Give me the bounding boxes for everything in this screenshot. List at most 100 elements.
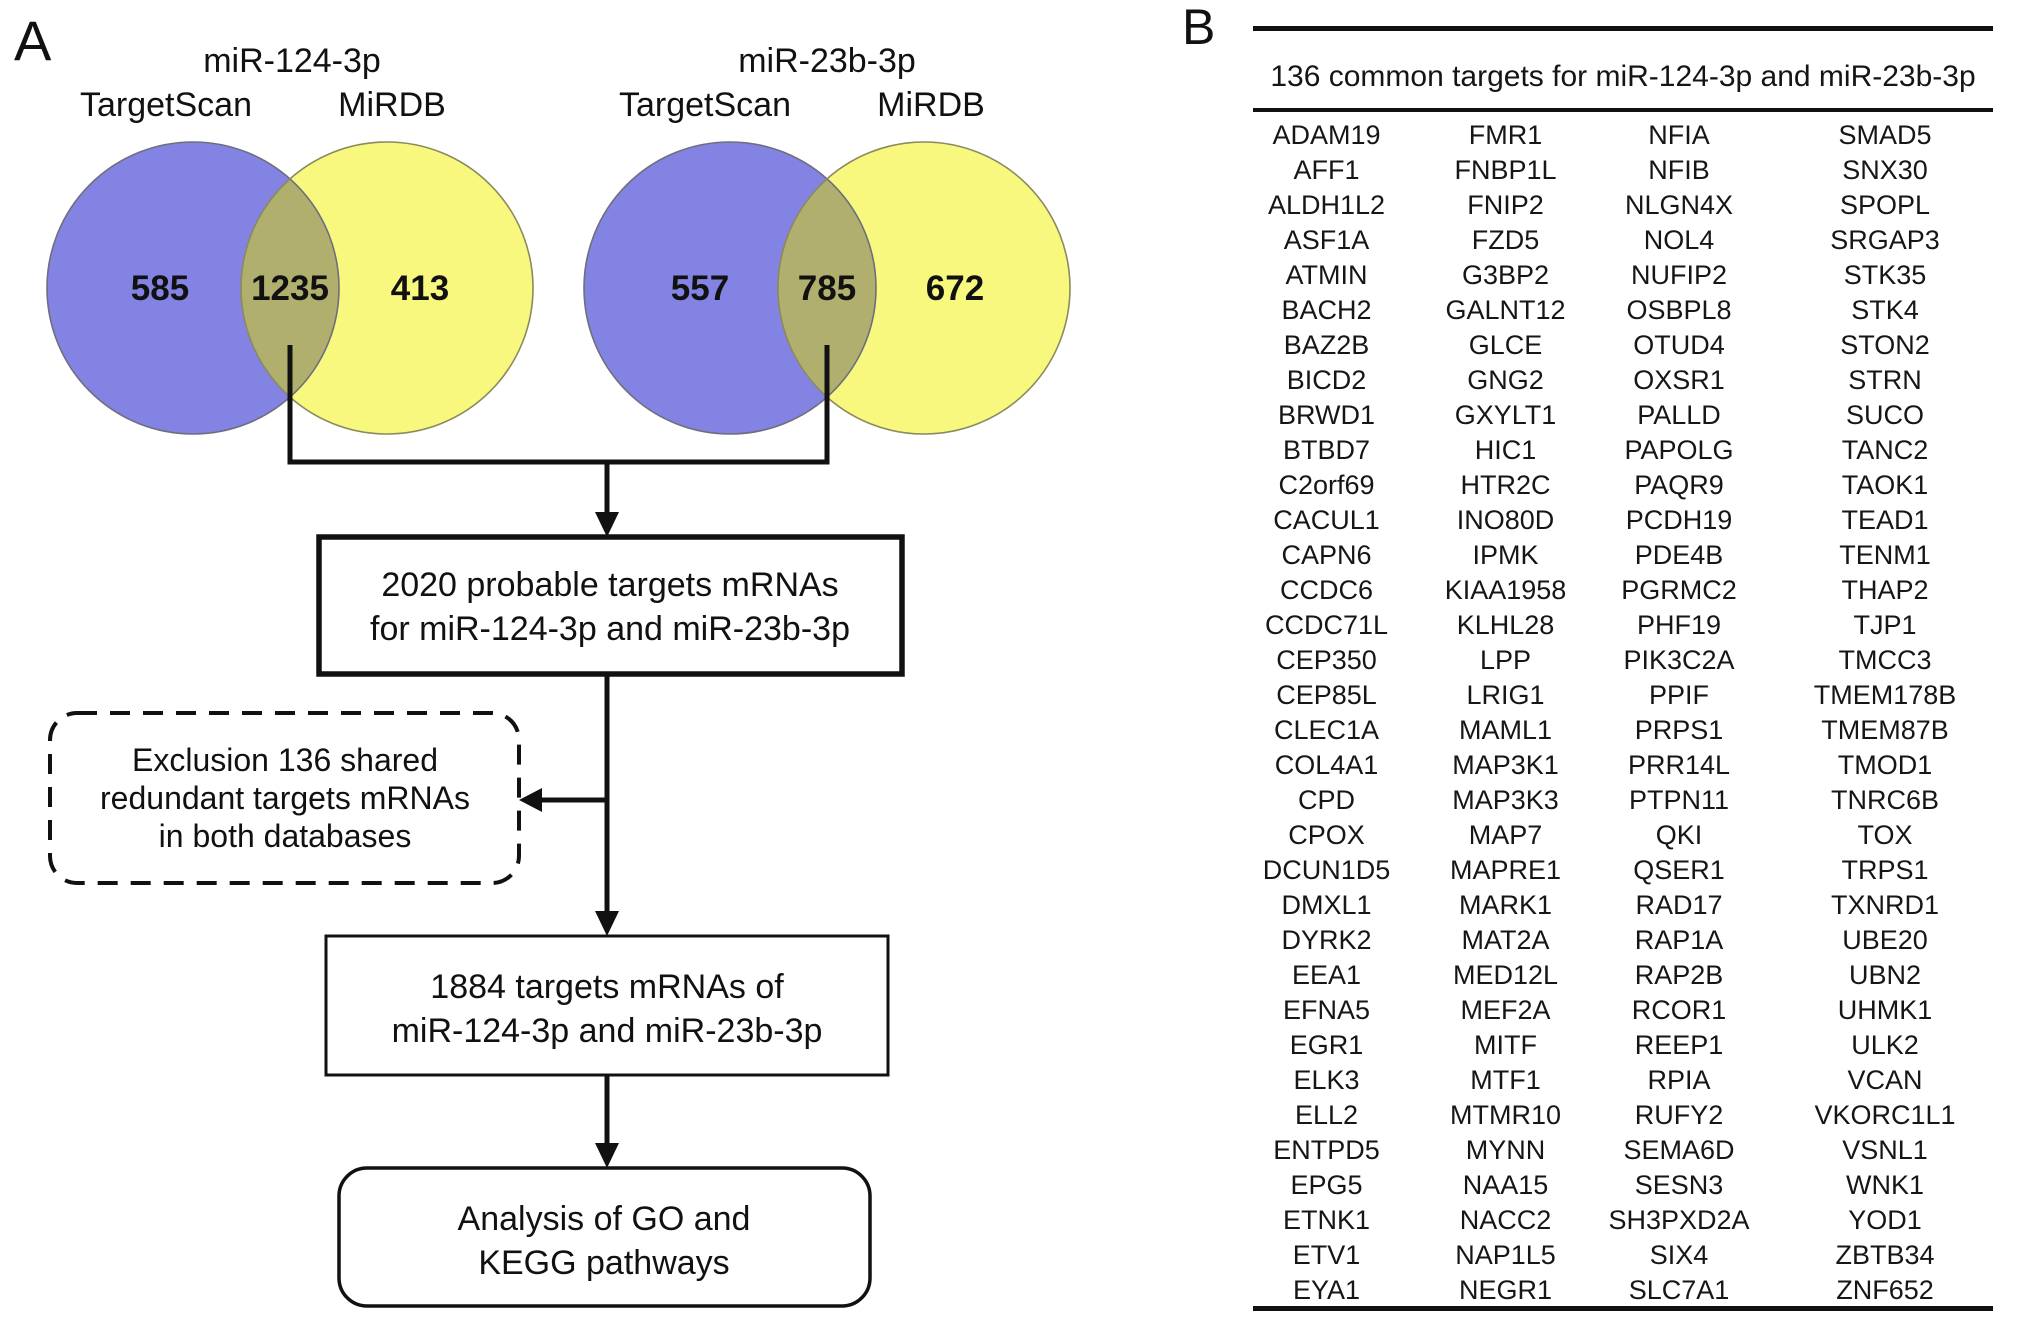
box-2020-line2: for miR-124-3p and miR-23b-3p <box>370 610 850 648</box>
gene-cell: TXNRD1 <box>1830 890 1939 920</box>
gene-cell: RAD17 <box>1635 890 1723 920</box>
panel-b-label: B <box>1182 0 1216 55</box>
gene-cell: NAP1L5 <box>1455 1240 1556 1270</box>
box-exclusion-line2: redundant targets mRNAs <box>100 780 470 816</box>
gene-cell: YOD1 <box>1848 1205 1922 1235</box>
venn1-overlap-region <box>241 142 339 434</box>
gene-cell: FNBP1L <box>1454 155 1557 185</box>
gene-cell: DYRK2 <box>1281 925 1372 955</box>
gene-cell: MAML1 <box>1458 715 1553 745</box>
gene-cell: FNIP2 <box>1467 190 1544 220</box>
gene-cell: KLHL28 <box>1456 610 1555 640</box>
gene-cell: VSNL1 <box>1842 1135 1928 1165</box>
gene-cell: ZBTB34 <box>1835 1240 1935 1270</box>
gene-cell: ETNK1 <box>1282 1205 1371 1235</box>
gene-cell: CPOX <box>1288 820 1365 850</box>
gene-cell: NACC2 <box>1459 1205 1552 1235</box>
gene-cell: ATMIN <box>1285 260 1368 290</box>
box-2020-line1: 2020 probable targets mRNAs <box>381 566 838 604</box>
gene-cell: GNG2 <box>1467 365 1544 395</box>
gene-cell: BACH2 <box>1281 295 1372 325</box>
gene-cell: RUFY2 <box>1634 1100 1724 1130</box>
gene-cell: PALLD <box>1637 400 1721 430</box>
venn2-targetscan-outline <box>583 141 877 435</box>
venn1-targetscan-label: TargetScan <box>80 86 252 124</box>
gene-cell: ELL2 <box>1294 1100 1359 1130</box>
gene-cell: ASF1A <box>1283 225 1370 255</box>
gene-cell: C2orf69 <box>1278 470 1375 500</box>
venn1-right-count: 413 <box>391 269 449 308</box>
gene-cell: ZNF652 <box>1836 1275 1934 1305</box>
venn2-overlap-count: 785 <box>798 269 856 308</box>
gene-cell: HTR2C <box>1460 470 1551 500</box>
arrowhead-to-box3 <box>595 1143 619 1168</box>
gene-cell: ADAM19 <box>1272 120 1381 150</box>
gene-cell: CAPN6 <box>1281 540 1372 570</box>
gene-cell: SPOPL <box>1839 190 1931 220</box>
gene-cell: NFIA <box>1648 120 1710 150</box>
gene-cell: MED12L <box>1452 960 1559 990</box>
venn2-mirdb-label: MiRDB <box>877 86 985 124</box>
gene-cell: GXYLT1 <box>1454 400 1557 430</box>
gene-cell: EEA1 <box>1291 960 1362 990</box>
gene-cell: MITF <box>1474 1030 1537 1060</box>
gene-cell: VKORC1L1 <box>1814 1100 1956 1130</box>
gene-cell: ELK3 <box>1293 1065 1360 1095</box>
gene-cell: GLCE <box>1468 330 1543 360</box>
gene-cell: GALNT12 <box>1445 295 1566 325</box>
panel-b: B 136 common targets for miR-124-3p and … <box>1180 0 2032 1327</box>
gene-cell: OTUD4 <box>1633 330 1725 360</box>
gene-cell: STON2 <box>1840 330 1930 360</box>
gene-cell: TJP1 <box>1853 610 1917 640</box>
gene-cell: TEAD1 <box>1841 505 1929 535</box>
table-header-rule <box>1253 108 1993 112</box>
gene-cell: COL4A1 <box>1274 750 1379 780</box>
gene-cell: CACUL1 <box>1273 505 1380 535</box>
gene-cell: FZD5 <box>1471 225 1540 255</box>
gene-cell: TNRC6B <box>1830 785 1939 815</box>
gene-cell: RAP2B <box>1634 960 1724 990</box>
gene-cell: NLGN4X <box>1624 190 1734 220</box>
gene-cell: IPMK <box>1472 540 1539 570</box>
panel-a: A miR-124-3p TargetScan MiRDB 585 1235 4… <box>14 9 1071 1308</box>
gene-cell: NAA15 <box>1462 1170 1549 1200</box>
gene-cell: CLEC1A <box>1273 715 1380 745</box>
gene-cell: RPIA <box>1647 1065 1711 1095</box>
gene-cell: EPG5 <box>1290 1170 1363 1200</box>
gene-cell: HIC1 <box>1474 435 1537 465</box>
gene-cell: WNK1 <box>1845 1170 1924 1200</box>
gene-cell: MAP7 <box>1468 820 1543 850</box>
gene-cell: TRPS1 <box>1841 855 1929 885</box>
gene-cell: PCDH19 <box>1625 505 1733 535</box>
gene-cell: ETV1 <box>1292 1240 1361 1270</box>
gene-cell: MTF1 <box>1470 1065 1541 1095</box>
gene-cell: PRPS1 <box>1634 715 1724 745</box>
venn1-left-count: 585 <box>131 269 189 308</box>
gene-cell: UHMK1 <box>1837 995 1933 1025</box>
gene-cell: RCOR1 <box>1631 995 1727 1025</box>
gene-cell: TAOK1 <box>1841 470 1929 500</box>
gene-cell: VCAN <box>1847 1065 1923 1095</box>
gene-cell: QSER1 <box>1633 855 1725 885</box>
gene-cell: TENM1 <box>1839 540 1931 570</box>
box-1884-line1: 1884 targets mRNAs of <box>430 968 784 1006</box>
gene-cell: TMCC3 <box>1838 645 1932 675</box>
gene-cell: EYA1 <box>1292 1275 1361 1305</box>
gene-cell: SMAD5 <box>1838 120 1932 150</box>
arrowhead-to-exclusion <box>519 788 542 812</box>
gene-cell: TMEM87B <box>1821 715 1949 745</box>
gene-cell: MAP3K1 <box>1452 750 1559 780</box>
gene-cell: SUCO <box>1845 400 1924 430</box>
gene-cell: MTMR10 <box>1449 1100 1561 1130</box>
gene-cell: STK4 <box>1851 295 1919 325</box>
gene-cell: THAP2 <box>1841 575 1929 605</box>
gene-cell: PHF19 <box>1636 610 1722 640</box>
gene-cell: KIAA1958 <box>1444 575 1567 605</box>
gene-cell: QKI <box>1655 820 1703 850</box>
gene-cell: PDE4B <box>1634 540 1724 570</box>
gene-cell: NFIB <box>1648 155 1710 185</box>
gene-cell: PAQR9 <box>1634 470 1724 500</box>
gene-cell: FMR1 <box>1468 120 1543 150</box>
box-go-kegg-line2: KEGG pathways <box>478 1244 729 1282</box>
gene-cell: PRR14L <box>1627 750 1731 780</box>
